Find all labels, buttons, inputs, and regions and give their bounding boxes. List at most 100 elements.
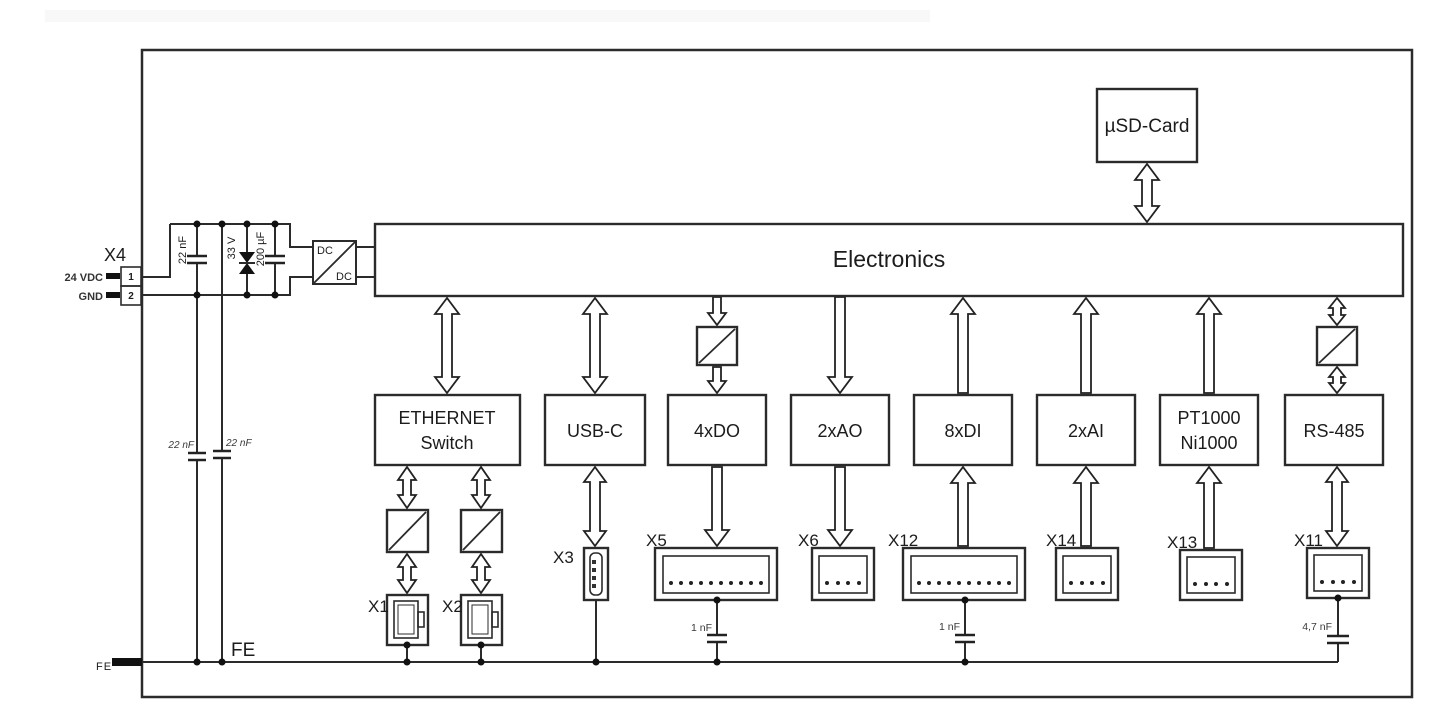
x12-fe-cap-value: 1 nF xyxy=(939,621,960,633)
dcdc-converter: DC DC xyxy=(312,240,357,285)
x1-rj45-jack-icon xyxy=(385,593,430,647)
arrow-x13-pt1000 xyxy=(1195,465,1223,549)
junction-dots xyxy=(193,220,1342,666)
arrow-isolator1-x1 xyxy=(396,552,418,595)
x2-label: X2 xyxy=(442,597,463,616)
function-blocks: ETHERNET Switch USB-C 4xDO 2xAO 8xDI 2xA… xyxy=(373,393,1385,467)
x5-label: X5 xyxy=(646,531,667,550)
arrow-bus-rs485-isolator xyxy=(1327,296,1347,327)
arrow-do-x5 xyxy=(703,466,731,548)
x6-terminal-icon xyxy=(810,546,876,602)
arrow-di-bus xyxy=(949,296,977,394)
arrow-isolator2-x2 xyxy=(470,552,492,595)
tvs-value: 33 V xyxy=(226,236,238,259)
x5-fe-cap-icon xyxy=(707,633,727,644)
arrow-pt1000-bus xyxy=(1195,296,1223,394)
x4-pin1-contact xyxy=(106,273,120,279)
x12-terminal-icon xyxy=(901,546,1027,602)
arrow-rs485-x11 xyxy=(1324,465,1350,548)
x4-pin2-contact xyxy=(106,292,120,298)
emc-cap-right-value: 22 nF xyxy=(225,438,252,449)
pt1000-label-1: PT1000 xyxy=(1177,408,1240,428)
arrow-sdcard-bus xyxy=(1133,162,1161,224)
x13-label: X13 xyxy=(1167,533,1197,552)
x4-pin1-name: 24 VDC xyxy=(64,272,103,284)
ethernet-switch-label-1: ETHERNET xyxy=(398,408,495,428)
x13-terminal-icon xyxy=(1178,548,1244,602)
arrow-usbc-x3 xyxy=(582,465,608,548)
sd-card-box xyxy=(1095,87,1199,164)
arrow-ethernet-bus xyxy=(433,296,461,395)
ai-box xyxy=(1035,393,1137,467)
isolation-barriers xyxy=(385,325,1359,554)
x4-pin2-name: GND xyxy=(79,291,104,303)
ethernet-isolator1-icon xyxy=(385,508,430,554)
usbc-label: USB-C xyxy=(567,421,623,441)
ethernet-switch-box xyxy=(373,393,522,467)
pt1000-label-2: Ni1000 xyxy=(1180,433,1237,453)
faint-watermark xyxy=(45,10,930,22)
ethernet-switch-label-2: Switch xyxy=(420,433,473,453)
electronics-bus-box xyxy=(373,222,1405,298)
ao-label: 2xAO xyxy=(817,421,862,441)
arrow-ao-x6 xyxy=(826,466,854,548)
x3-usbc-socket-icon xyxy=(582,546,610,602)
dcdc-diagonal xyxy=(312,240,357,285)
device-enclosure-border xyxy=(140,48,1414,699)
x5-terminal-icon xyxy=(653,546,779,602)
rs485-isolator-icon xyxy=(1315,325,1359,367)
signal-arrows xyxy=(396,162,1350,595)
arrow-ethernet-isolator2 xyxy=(470,465,492,510)
input-cap-value: 22 nF xyxy=(177,236,189,264)
do-isolator-icon xyxy=(695,325,739,367)
x12-fe-cap-icon xyxy=(955,633,975,644)
rs485-box xyxy=(1283,393,1385,467)
bulk-cap-icon xyxy=(265,254,285,265)
arrow-x12-di xyxy=(949,465,977,547)
arrow-ethernet-isolator1 xyxy=(396,465,418,510)
x11-terminal-icon xyxy=(1305,546,1371,600)
x2-rj45-jack-icon xyxy=(459,593,504,647)
usbc-box xyxy=(543,393,647,467)
input-cap-icon xyxy=(187,254,207,265)
di-label: 8xDI xyxy=(944,421,981,441)
x11-fe-cap-icon xyxy=(1327,634,1349,645)
bulk-cap-value: 200 µF xyxy=(255,231,267,266)
arrow-ai-bus xyxy=(1072,296,1100,394)
emc-cap-left-icon xyxy=(188,451,206,462)
capacitor-symbols xyxy=(187,254,285,462)
fe-bus-label: FE xyxy=(231,640,255,661)
arrow-bus-ao xyxy=(826,296,854,395)
arrow-bus-do-isolator xyxy=(706,296,728,327)
fe-terminal-label: FE xyxy=(96,661,112,673)
arrow-usbc-bus xyxy=(581,296,609,395)
x4-pin2-number: 2 xyxy=(128,291,134,302)
arrow-isolator-do xyxy=(706,366,728,395)
di-box xyxy=(912,393,1014,467)
x6-label: X6 xyxy=(798,531,819,550)
ethernet-isolator2-icon xyxy=(459,508,504,554)
arrow-x14-ai xyxy=(1072,465,1100,547)
dcdc-label-bottom: DC xyxy=(336,271,352,283)
x14-terminal-icon xyxy=(1054,546,1120,602)
pt1000-box xyxy=(1158,393,1260,467)
emc-cap-right-icon xyxy=(213,449,231,460)
x12-label: X12 xyxy=(888,531,918,550)
x1-label: X1 xyxy=(368,597,389,616)
external-connectors xyxy=(385,546,1371,647)
x11-fe-cap-value: 4,7 nF xyxy=(1302,621,1332,633)
do-box xyxy=(666,393,768,467)
tvs-diode-icon xyxy=(239,252,255,274)
ao-box xyxy=(789,393,891,467)
fe-network xyxy=(112,598,1349,666)
electronics-bus-label: Electronics xyxy=(833,246,945,272)
emc-cap-left-value: 22 nF xyxy=(167,440,194,451)
arrow-isolator-rs485 xyxy=(1327,365,1347,395)
x4-pin1-number: 1 xyxy=(128,272,134,283)
dcdc-label-top: DC xyxy=(317,245,333,257)
x11-label: X11 xyxy=(1294,531,1323,550)
do-label: 4xDO xyxy=(694,421,740,441)
x4-terminal-block: 1 2 xyxy=(106,266,142,306)
